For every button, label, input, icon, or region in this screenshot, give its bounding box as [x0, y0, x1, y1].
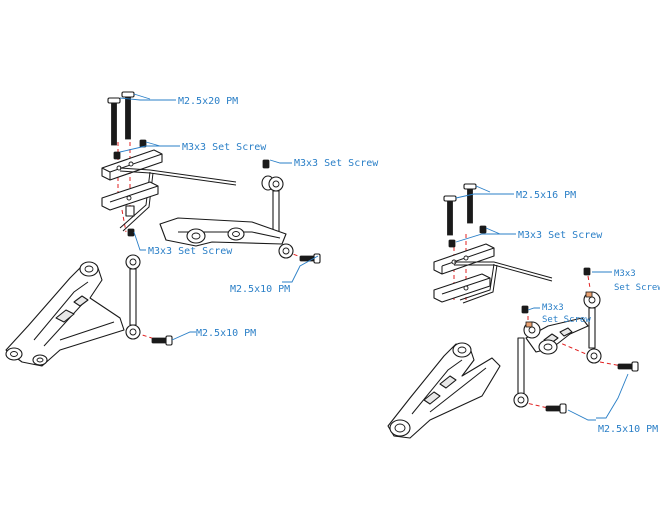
left-lower-a-arm: [5, 261, 125, 367]
left-vertical-link: [125, 254, 141, 340]
left-upright-link: [268, 176, 294, 259]
right-vertical-link: [513, 321, 541, 408]
right-long-screw-2: [463, 183, 477, 224]
left-label-set-screw-link: M3x3 Set Screw: [148, 246, 233, 257]
left-mount-block: [101, 149, 163, 181]
left-screw-upper-link: [299, 253, 321, 264]
right-mount-block: [433, 243, 495, 275]
right-long-screw-1: [443, 195, 457, 236]
right-lower-mount: [433, 273, 491, 303]
right-label-screw-top: M2.5x16 PM: [516, 190, 576, 201]
left-long-screw-1: [107, 97, 121, 146]
left-label-set-screw-bar-end: M3x3 Set Screw: [294, 158, 379, 169]
right-upper-arm: [525, 317, 589, 355]
right-set-screw-link: [521, 305, 529, 314]
left-screw-lower-link: [151, 335, 173, 346]
right-set-screw-mount-1: [448, 239, 456, 248]
left-lower-mount: [101, 181, 159, 217]
right-upright-link: [583, 267, 602, 364]
right-set-screw-mount-2: [479, 225, 487, 234]
right-label-screw-link: M2.5x10 PM: [598, 424, 658, 435]
left-label-screw-lower-link: M2.5x10 PM: [196, 328, 256, 339]
left-label-screw-upper-link: M2.5x10 PM: [230, 284, 290, 295]
left-label-screw-top: M2.5x20 PM: [178, 96, 238, 107]
right-screw-upper-link: [617, 361, 639, 372]
right-label-set-screw-bar-end-line2: Set Screw: [614, 283, 660, 293]
right-leader-lines: [455, 185, 629, 421]
left-assembly: M2.5x20 PM M3x3 Set Screw M3x3 Set Screw…: [5, 91, 379, 367]
right-label-set-screw-bar-end-line1: M3x3: [614, 269, 636, 279]
right-label-set-screw-link-line1: M3x3: [542, 303, 564, 313]
right-sway-bar: [454, 261, 553, 304]
right-set-screw-bar-end: [583, 267, 591, 276]
right-screw-lower-link: [545, 403, 567, 414]
left-set-screw-link: [127, 228, 135, 237]
left-label-set-screw-mount: M3x3 Set Screw: [182, 142, 267, 153]
right-label-set-screw-link-line2: Set Screw: [542, 315, 591, 325]
left-long-screw-2: [121, 91, 135, 140]
left-leader-lines: [119, 93, 319, 341]
right-lower-a-arm: [387, 342, 501, 439]
left-upper-arm: [159, 217, 287, 247]
right-assembly: M2.5x16 PM M3x3 Set Screw M3x3 Set Screw…: [387, 183, 660, 439]
right-label-set-screw-mount: M3x3 Set Screw: [518, 230, 603, 241]
left-set-screw-mount-1: [113, 151, 121, 160]
